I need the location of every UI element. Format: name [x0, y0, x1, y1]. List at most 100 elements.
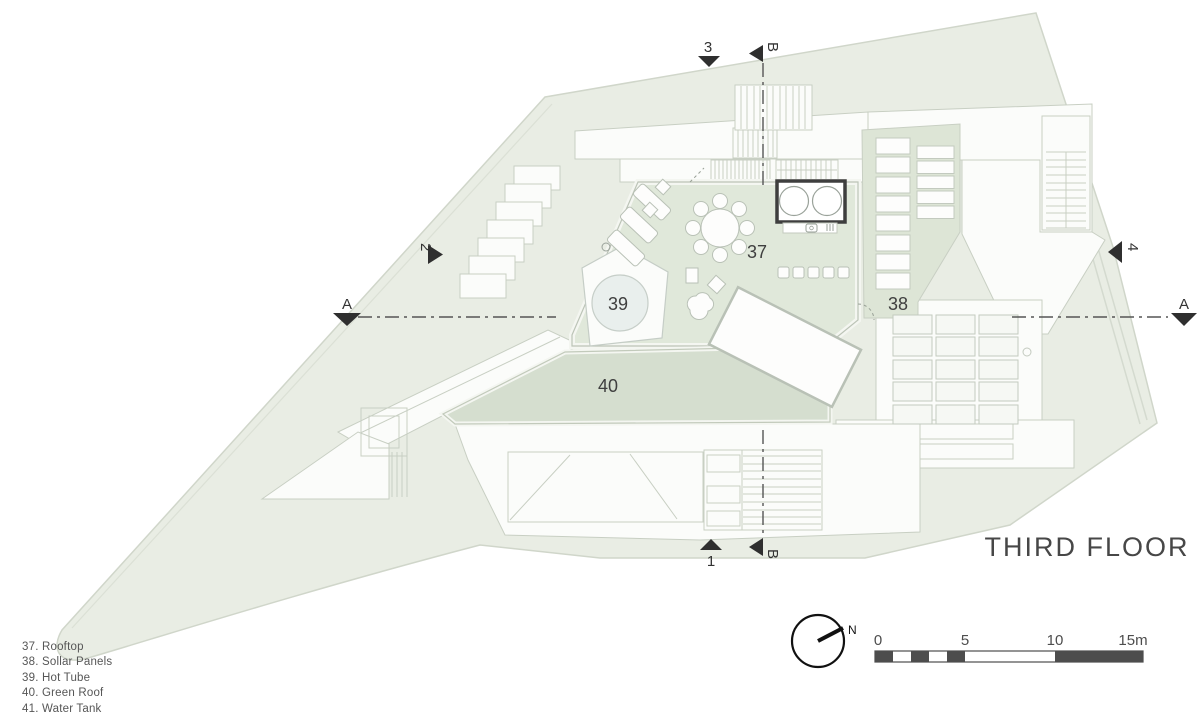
chair [731, 239, 747, 255]
marker-b-top-arrow [749, 45, 763, 62]
bar-stool [792, 266, 805, 279]
hip-roof [507, 451, 704, 523]
marker-1-arrow [700, 539, 722, 550]
deck-detail-circle [601, 242, 611, 252]
stair-upper-small-treads [737, 129, 774, 157]
water-tank-unit [775, 179, 847, 234]
stair-treads-topright [1046, 151, 1086, 229]
north-arrow-label: N [848, 623, 857, 637]
marker-3-arrow [698, 56, 720, 67]
label-hot-tub: 39 [608, 294, 628, 314]
side-table [641, 201, 659, 219]
skylight-cell [892, 336, 933, 357]
roof-tank-inner [368, 415, 400, 449]
lower-left-terrace [260, 431, 390, 500]
chair [731, 201, 747, 217]
scale-seg-dark [947, 651, 965, 662]
legend-item-green-roof: 40. Green Roof [22, 687, 104, 700]
legend-item-water-tank: 41. Water Tank [22, 702, 102, 715]
skylight-cell [935, 404, 976, 425]
tilted-skylight [707, 285, 863, 409]
bottom-stairs-treads [743, 455, 821, 525]
left-roof-arm-line [349, 336, 561, 439]
hot-tub [581, 242, 669, 347]
stair-terrace-right-treads [777, 160, 837, 181]
bar-stool [837, 266, 850, 279]
water-tank-drum [811, 185, 843, 217]
scale-seg-dark [911, 651, 929, 662]
dining-table [700, 208, 740, 248]
plan-labels: 37 38 39 40 [598, 242, 908, 396]
skylight-cell [892, 381, 933, 402]
bar-stool [807, 266, 820, 279]
skylight-grid [892, 314, 1032, 425]
north-arrow-circle [790, 613, 846, 669]
marker-a-right-arrow [1171, 313, 1197, 326]
skylight-cell [978, 381, 1019, 402]
solar-panel [875, 214, 911, 232]
solar-panel [916, 190, 955, 204]
right-roof [961, 159, 1106, 335]
stair-terrace-left-treads [714, 160, 768, 181]
chair [712, 247, 728, 263]
hot-tub-pool [591, 274, 649, 332]
skylight-cell [935, 359, 976, 380]
solar-panel [875, 156, 911, 174]
stair-landing-2 [706, 485, 741, 504]
hip-roof-ridges [509, 453, 678, 521]
marker-2-label: 2 [417, 243, 434, 251]
skylight-cell [935, 381, 976, 402]
scale-tick-10: 10 [1047, 632, 1064, 649]
label-green-roof: 40 [598, 376, 618, 396]
marker-1-label: 1 [707, 553, 715, 570]
door-swings [689, 167, 875, 321]
marker-4-arrow [1108, 241, 1122, 263]
chair [712, 193, 728, 209]
sun-lounger [606, 229, 646, 267]
chair [685, 220, 701, 236]
solar-panel [875, 234, 911, 252]
label-solar-panels: 38 [888, 294, 908, 314]
marker-4-label: 4 [1124, 243, 1141, 251]
stepped-terraces [459, 165, 561, 299]
solar-panel [916, 160, 955, 174]
marker-a-left-label: A [342, 296, 352, 313]
solar-panel-array [875, 137, 955, 290]
door-swing-arc [857, 303, 875, 321]
section-markers: 3 B 1 B 2 4 A A [333, 39, 1197, 570]
skylight-cell [978, 314, 1019, 335]
tilted-seat [706, 274, 727, 295]
side-table [654, 178, 672, 196]
scale-seg-dark [1055, 651, 1143, 662]
solar-panel [916, 205, 955, 219]
cooktop-lines [826, 224, 834, 231]
solar-panel [875, 272, 911, 290]
solar-panel [916, 145, 955, 159]
legend: 37. Rooftop 38. Sollar Panels 39. Hot Tu… [22, 640, 112, 717]
scale-seg-dark [875, 651, 893, 662]
marker-a-left-arrow [333, 313, 361, 326]
skylight-cell [892, 404, 933, 425]
skylight-cell [935, 336, 976, 357]
roof-drain-circle [1022, 347, 1032, 357]
label-rooftop: 37 [747, 242, 767, 262]
marker-b-top-label: B [764, 42, 781, 52]
skylight-cell [892, 359, 933, 380]
solar-panel [875, 137, 911, 155]
marker-b-bottom-arrow [749, 538, 763, 556]
section-lines [358, 63, 1168, 537]
skylight-cell [978, 404, 1019, 425]
marker-3-label: 3 [704, 39, 712, 56]
skylight-cell [892, 314, 933, 335]
stair-landing-1 [706, 454, 741, 473]
chair [693, 201, 709, 217]
scale-tick-0: 0 [874, 632, 882, 649]
roof-tank-outer [360, 407, 408, 457]
floor-title: THIRD FLOOR [984, 532, 1189, 562]
sun-lounger [619, 206, 659, 244]
stair-landing-3 [706, 510, 741, 527]
scale-tick-15: 15m [1118, 632, 1147, 649]
sink [805, 223, 818, 233]
legend-item-hot-tub: 39. Hot Tube [22, 671, 91, 684]
stair-block-outline [1041, 115, 1091, 231]
